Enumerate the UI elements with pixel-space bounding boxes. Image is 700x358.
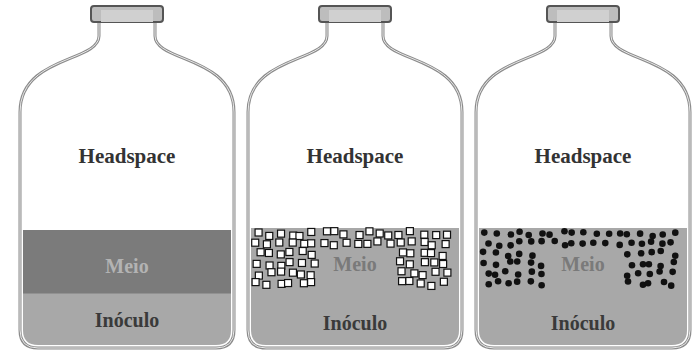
headspace-region: Headspace [23, 120, 231, 194]
bottle-cap [547, 6, 619, 22]
bottle-highlight [20, 20, 234, 348]
medium-band: Meio [251, 228, 459, 300]
bottle [20, 6, 234, 348]
bottle [476, 6, 690, 348]
bottle [248, 6, 462, 348]
bottle-outline [20, 20, 234, 348]
particle-dots [480, 228, 679, 289]
band-label: Headspace [79, 145, 176, 168]
band-label: Meio [105, 255, 148, 277]
bottle-body [476, 20, 690, 348]
band-label: Headspace [307, 145, 404, 168]
band-label: Inóculo [551, 312, 615, 334]
stopper [557, 10, 609, 22]
headspace-region: Headspace [251, 120, 459, 194]
bottle-outline [248, 20, 462, 348]
particle-squares [252, 228, 451, 290]
medium-band [479, 228, 687, 300]
bottle-cap [319, 6, 391, 22]
band-label: Headspace [535, 145, 632, 168]
bottle-highlight [476, 20, 690, 348]
band-label: Inóculo [323, 312, 387, 334]
bottle-body [248, 20, 462, 348]
medium-band [251, 228, 459, 300]
bottle-body [20, 20, 234, 348]
inoculum-band: Inóculo [23, 294, 231, 345]
inoculum-band [23, 294, 231, 346]
inoculum-band [251, 300, 459, 346]
band-label: Meio [561, 253, 604, 275]
medium-band: Meio [23, 230, 231, 294]
band-label: Inóculo [95, 309, 159, 331]
stopper [101, 10, 153, 22]
inoculum-band: Inóculo [479, 300, 687, 345]
stopper [329, 10, 381, 22]
inoculum-band: Inóculo [251, 300, 459, 345]
bottle-cap [91, 6, 163, 22]
inoculum-band [479, 300, 687, 346]
bottle-highlight [248, 20, 462, 348]
band-label: Meio [333, 253, 376, 275]
bottle-outline [476, 20, 690, 348]
medium-band [23, 230, 231, 294]
medium-band: Meio [479, 228, 687, 300]
headspace-region: Headspace [479, 120, 687, 194]
